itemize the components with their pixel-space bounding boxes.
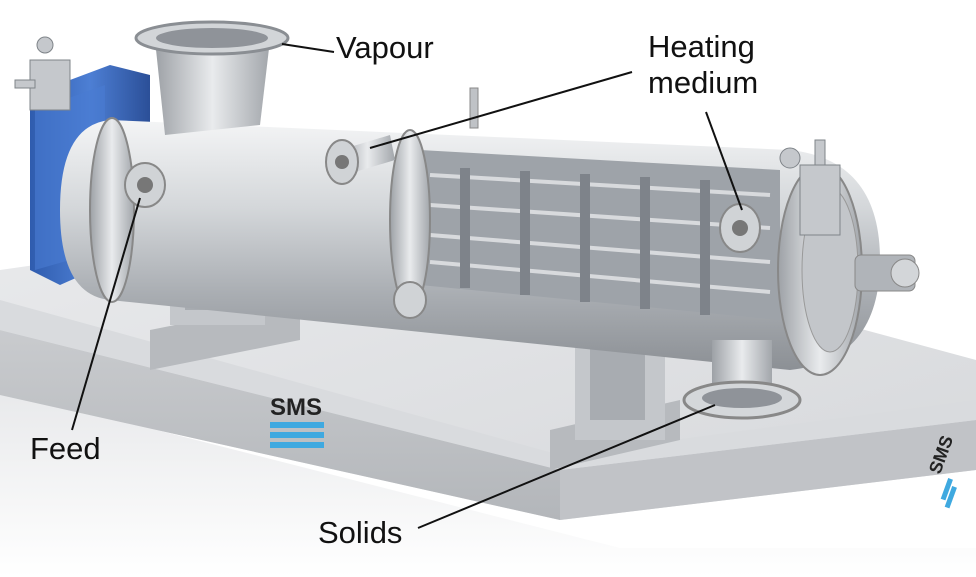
drum-cutaway bbox=[420, 150, 780, 320]
heating-leader-line-2 bbox=[705, 111, 743, 211]
left-instrumentation bbox=[14, 36, 71, 111]
drain-nozzle bbox=[393, 281, 427, 319]
feed-label: Feed bbox=[30, 431, 101, 466]
vapour-leader-line bbox=[281, 43, 335, 53]
paddle-blades bbox=[460, 168, 710, 315]
right-instrumentation bbox=[779, 139, 841, 236]
floor-reflection bbox=[0, 390, 976, 577]
solids-leader-line bbox=[417, 404, 716, 529]
heating-leader-line-1 bbox=[369, 71, 633, 149]
rotor-paddles bbox=[429, 173, 771, 294]
feed-leader-line bbox=[71, 197, 141, 431]
solids-label: Solids bbox=[318, 515, 403, 550]
vent-pipe bbox=[469, 87, 479, 129]
vapour-label: Vapour bbox=[336, 30, 434, 65]
heating-medium-label: Heating medium bbox=[648, 29, 758, 100]
sms-logo: SMS bbox=[270, 394, 324, 448]
solids-outlet-icon bbox=[682, 340, 802, 420]
sms-logo-text: SMS bbox=[270, 394, 322, 421]
vapour-nozzle-icon bbox=[134, 20, 290, 135]
heating-medium-label-line1: Heating bbox=[648, 29, 755, 64]
heating-medium-label-line2: medium bbox=[648, 64, 759, 100]
feed-nozzle-icon bbox=[124, 162, 166, 208]
leader-lines bbox=[71, 43, 743, 529]
